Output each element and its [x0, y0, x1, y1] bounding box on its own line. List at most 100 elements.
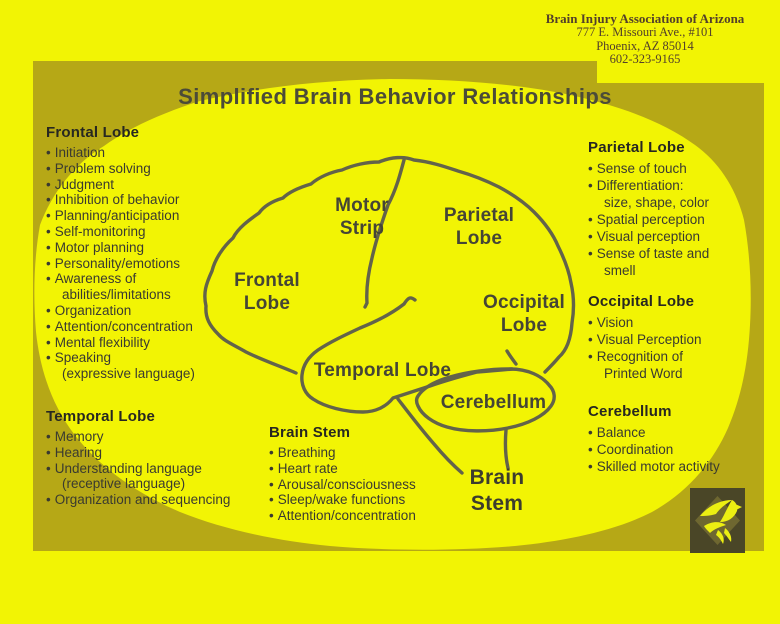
section-frontal-lobe: Frontal Lobe •Initiation•Problem solving… [46, 124, 251, 382]
label-motor-strip: Motor Strip [300, 194, 424, 240]
bullet-icon: • [588, 212, 593, 227]
label-temporal-lobe: Temporal Lobe [313, 360, 452, 381]
bullet-icon: • [588, 332, 593, 347]
bullet-icon: • [588, 459, 593, 474]
label-line: Lobe [500, 315, 548, 336]
bullet-icon: • [46, 492, 51, 508]
bullet-icon: • [46, 271, 51, 287]
bullet-icon: • [269, 508, 274, 524]
label-occipital-lobe: Occipital Lobe [452, 291, 596, 337]
list-item: Printed Word [604, 366, 683, 381]
list-item: •Mental flexibility [46, 334, 151, 350]
central-sulcus-line [363, 158, 406, 309]
bullet-icon: • [588, 442, 593, 457]
bullet-icon: • [46, 302, 51, 318]
label-line: Motor [335, 195, 389, 216]
list-item: •Breathing [269, 445, 336, 460]
brain-outline [203, 155, 576, 375]
list-item: smell [604, 263, 636, 278]
phone-number: 602-323-9165 [609, 52, 681, 66]
list-item: •Balance [588, 425, 646, 440]
list-item: •Planning/anticipation [46, 208, 180, 224]
bullet-icon: • [588, 349, 593, 364]
bullet-icon: • [588, 246, 593, 261]
list-item: •Understanding language [46, 460, 202, 476]
bullet-icon: • [269, 476, 274, 492]
label-line: Brain [469, 466, 525, 489]
bullet-icon: • [588, 161, 593, 176]
section-cerebellum: Cerebellum •Balance•Coordination•Skilled… [588, 403, 766, 475]
bullet-icon: • [46, 350, 51, 366]
list-item: (expressive language) [62, 366, 195, 382]
list-item: •Judgment [46, 176, 115, 192]
bullet-icon: • [269, 460, 274, 476]
list-item: •Personality/emotions [46, 255, 181, 271]
letterhead: Brain Injury Association of Arizona 777 … [500, 11, 780, 67]
section-list: •Breathing•Heart rate•Arousal/consciousn… [269, 445, 494, 524]
bullet-icon: • [46, 255, 51, 271]
list-item: •Vision [588, 315, 634, 330]
list-item: •Attention/concentration [46, 318, 193, 334]
label-line: Stem [470, 492, 524, 515]
brain-stem-line-right [503, 428, 510, 470]
label-line: Lobe [243, 293, 291, 314]
list-item: •Sense of taste and [588, 246, 710, 261]
brain-stem-line-left [396, 397, 464, 475]
bullet-icon: • [46, 460, 51, 476]
lateral-fissure-line [300, 296, 514, 414]
list-item: •Memory [46, 429, 104, 444]
list-item: •Speaking [46, 350, 112, 366]
bullet-icon: • [46, 334, 51, 350]
label-frontal-lobe: Frontal Lobe [205, 269, 329, 315]
list-item: •Problem solving [46, 160, 151, 176]
section-list: •Sense of touch•Differentiation:size, sh… [588, 160, 758, 279]
list-item: •Sense of touch [588, 161, 687, 176]
list-item: •Differentiation: [588, 178, 684, 193]
label-line: Strip [339, 218, 385, 239]
cerebellum-shape [414, 367, 556, 433]
list-item: •Heart rate [269, 460, 338, 476]
label-cerebellum: Cerebellum [440, 392, 547, 413]
list-item: •Initiation [46, 145, 106, 160]
bullet-icon: • [588, 315, 593, 330]
list-item: •Self-monitoring [46, 223, 146, 239]
bullet-icon: • [46, 192, 51, 208]
address-line-2: Phoenix, AZ 85014 [596, 38, 694, 53]
bullet-icon: • [46, 318, 51, 334]
label-brain-stem: Brain Stem [435, 465, 559, 517]
section-heading: Frontal Lobe [46, 124, 140, 141]
label-line: Frontal [234, 270, 300, 291]
bullet-icon: • [46, 176, 51, 192]
list-item: •Attention/concentration [269, 508, 416, 524]
section-brain-stem: Brain Stem •Breathing•Heart rate•Arousal… [269, 424, 494, 524]
bullet-icon: • [46, 223, 51, 239]
bullet-icon: • [46, 145, 51, 160]
organization-name: Brain Injury Association of Arizona [545, 11, 745, 26]
bullet-icon: • [588, 425, 593, 440]
label-line: Parietal [443, 205, 515, 226]
bullet-icon: • [588, 178, 593, 193]
list-item: •Motor planning [46, 239, 145, 255]
bullet-icon: • [46, 444, 51, 460]
list-item: •Hearing [46, 444, 103, 460]
preoccipital-notch-line [505, 349, 518, 366]
section-list: •Initiation•Problem solving•Judgment•Inh… [46, 145, 251, 382]
list-item: •Sleep/wake functions [269, 492, 406, 508]
list-item: •Coordination [588, 442, 674, 457]
bullet-icon: • [46, 429, 51, 444]
section-heading: Occipital Lobe [588, 293, 695, 310]
section-parietal-lobe: Parietal Lobe •Sense of touch •Differenti… [588, 139, 758, 279]
label-line: Occipital [482, 292, 566, 313]
list-item: •Visual Perception [588, 332, 702, 347]
list-item: •Organization and sequencing [46, 492, 231, 508]
section-heading: Parietal Lobe [588, 139, 685, 156]
section-list: •Balance•Coordination•Skilled motor acti… [588, 424, 766, 475]
section-heading: Temporal Lobe [46, 408, 155, 425]
section-temporal-lobe: Temporal Lobe •Memory•Hearing•Understand… [46, 408, 271, 508]
list-item: •Arousal/consciousness [269, 476, 416, 492]
list-item: abilities/limitations [62, 287, 171, 303]
bullet-icon: • [46, 160, 51, 176]
bullet-icon: • [46, 208, 51, 224]
bullet-icon: • [269, 445, 274, 460]
